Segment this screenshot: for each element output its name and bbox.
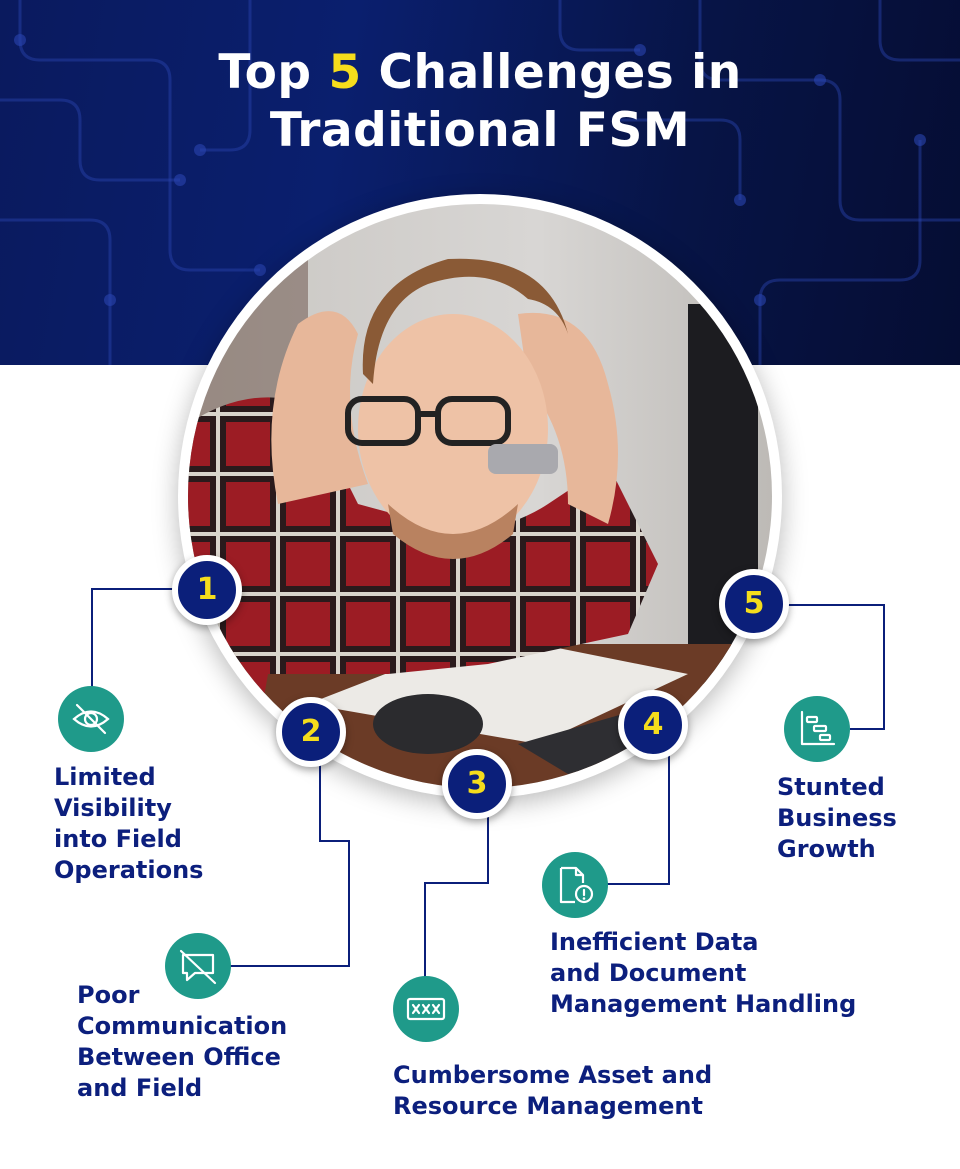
no-message-icon: [165, 933, 231, 999]
challenge-1-label: Limited Visibility into Field Operations: [54, 763, 204, 884]
stressed-man-illustration: [188, 204, 772, 788]
badge-2: 2: [276, 697, 346, 767]
badge-3: 3: [442, 749, 512, 819]
title-prefix: Top: [218, 45, 329, 100]
connector-2: [230, 761, 350, 967]
stressed-man-photo: [188, 204, 772, 788]
page-title: Top 5 Challenges in Traditional FSM: [0, 44, 960, 160]
title-line1-suffix: Challenges in: [361, 45, 742, 100]
title-number: 5: [328, 45, 362, 100]
connector-4: [606, 754, 670, 885]
challenge-2-label: Poor Communication Between Office and Fi…: [77, 981, 288, 1102]
badge-1: 1: [172, 555, 242, 625]
title-line-1: Top 5 Challenges in: [0, 44, 960, 102]
gantt-chart-icon: [784, 696, 850, 762]
badge-5: 5: [719, 569, 789, 639]
title-line-2: Traditional FSM: [269, 103, 691, 158]
challenge-4-label: Inefficient Data and Document Management…: [550, 928, 857, 1018]
eye-slash-icon: [58, 686, 124, 752]
challenge-5-label: Stunted Business Growth: [777, 773, 897, 863]
circuit-pattern: [0, 0, 960, 365]
connector-1: [91, 588, 178, 688]
document-alert-icon: [542, 852, 608, 918]
asset-grid-icon: [393, 976, 459, 1042]
connector-3: [424, 813, 489, 978]
badge-4: 4: [618, 690, 688, 760]
challenge-3-label: Cumbersome Asset and Resource Management: [393, 1061, 713, 1120]
